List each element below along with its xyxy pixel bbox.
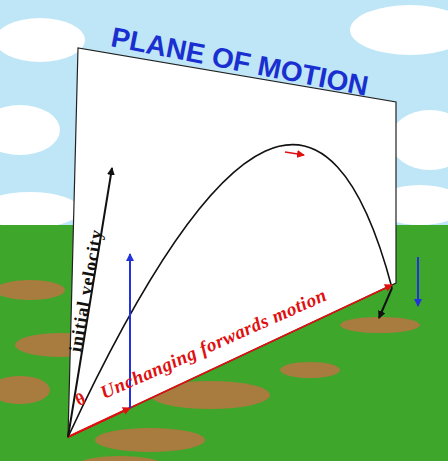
horizontal-component: [68, 408, 130, 437]
trajectory: [68, 145, 392, 437]
motion-plane: [68, 48, 396, 437]
final-velocity-arrow: [379, 288, 392, 318]
final-vertical-arrow: [417, 257, 419, 306]
forward-line: [68, 285, 392, 437]
apex-arrow: [285, 152, 304, 155]
